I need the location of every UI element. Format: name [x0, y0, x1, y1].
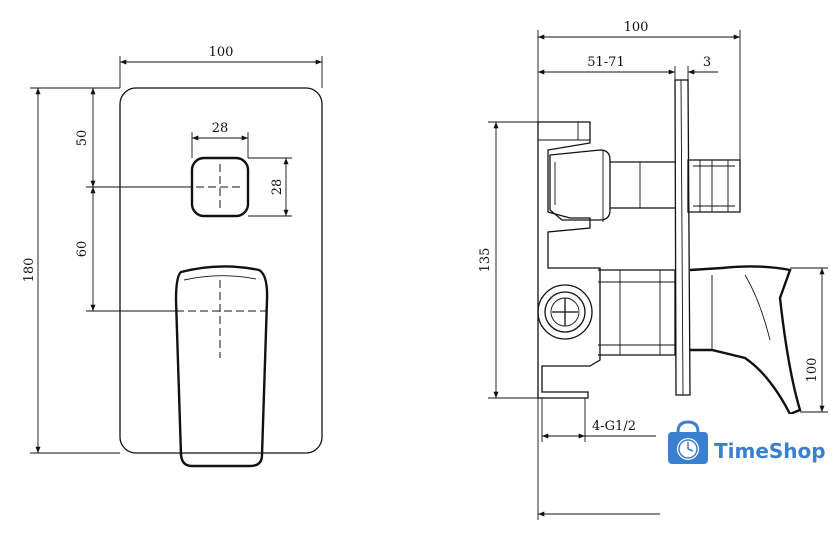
timeshop-logo: TimeShop — [668, 420, 826, 464]
front-height-label: 180 — [22, 258, 37, 283]
knob-width-label: 28 — [212, 121, 229, 136]
wall-plate — [674, 79, 691, 396]
handle-height-label: 100 — [805, 358, 820, 383]
side-depth-label: 100 — [624, 20, 649, 35]
side-height-label: 135 — [478, 248, 493, 273]
knob-height-label: 28 — [270, 179, 285, 196]
top-cartridge — [549, 149, 611, 221]
clock-bag-icon — [668, 420, 708, 464]
brand-name: TimeShop — [714, 439, 826, 463]
cover-plate — [119, 87, 323, 454]
side-view: 100 51-71 3 135 100 4-G1/2 — [478, 20, 828, 520]
thread-port — [537, 284, 593, 340]
valve-body — [537, 121, 601, 399]
lower-cartridge — [598, 269, 676, 356]
side-lever — [689, 265, 802, 416]
front-width-label: 100 — [209, 45, 234, 60]
front-mid-offset-label: 60 — [75, 241, 90, 258]
side-range-label: 51-71 — [587, 55, 624, 70]
side-plate-label: 3 — [703, 55, 711, 70]
lever-handle — [174, 265, 269, 468]
thread-size-label: 4-G1/2 — [592, 419, 636, 434]
front-view: 100 180 50 60 28 28 — [22, 45, 323, 468]
front-top-offset-label: 50 — [75, 130, 90, 147]
